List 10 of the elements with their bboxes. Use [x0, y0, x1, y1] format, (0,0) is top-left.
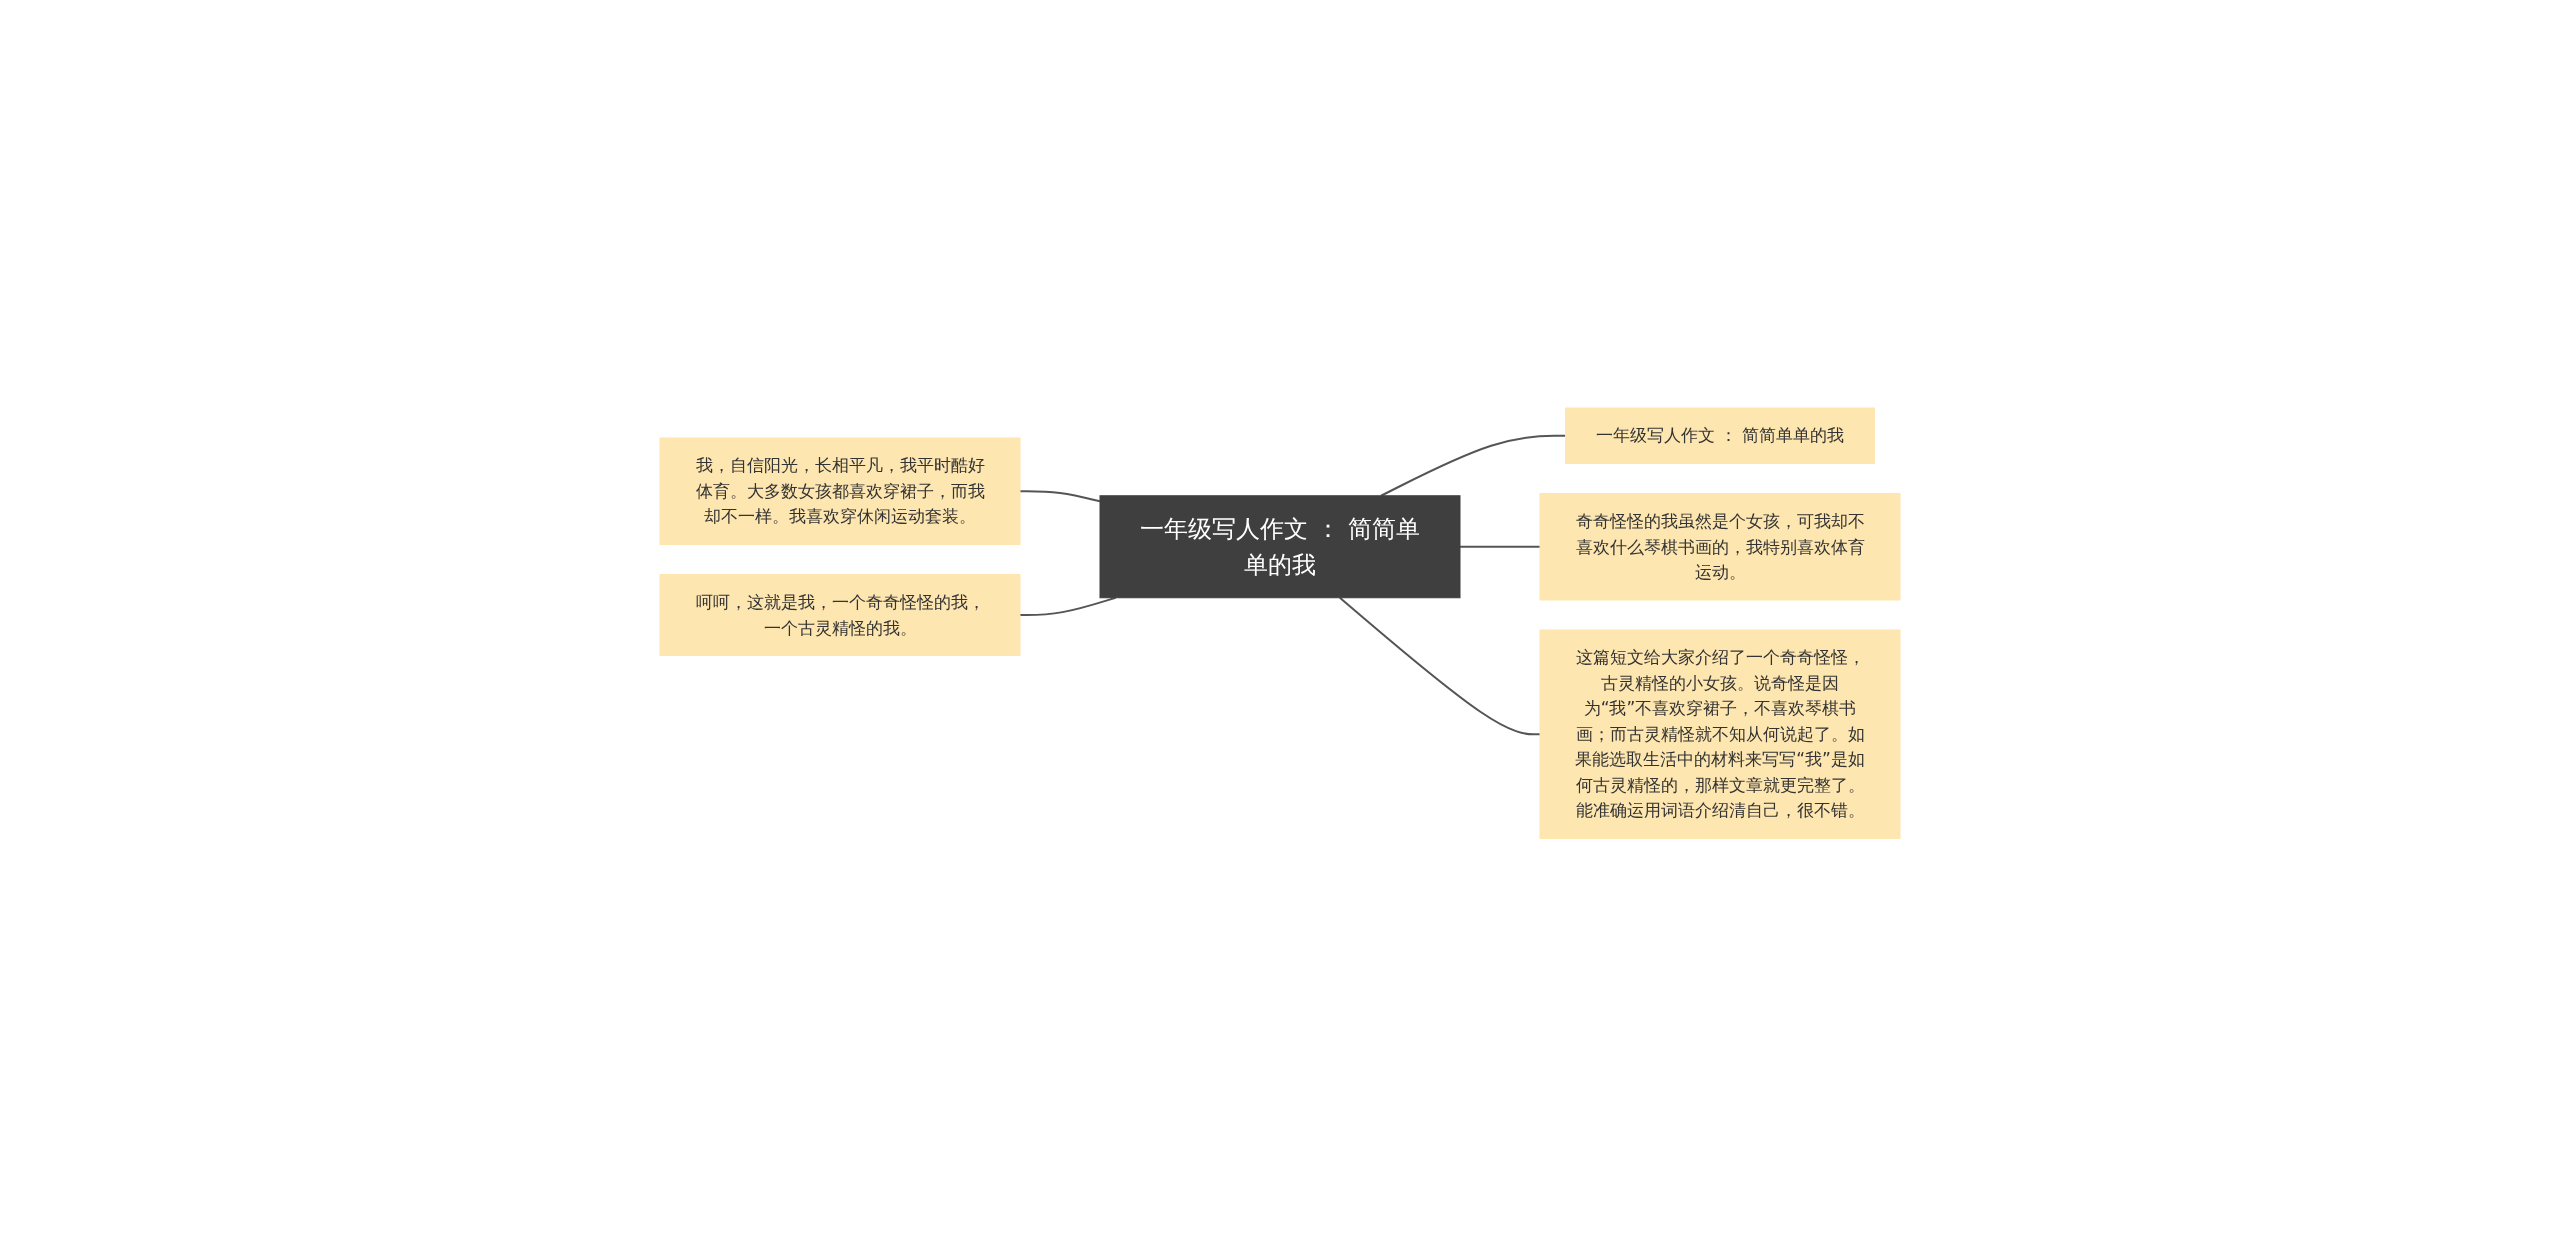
connector	[1338, 597, 1541, 736]
node-box: 这篇短文给大家介绍了一个奇奇怪怪，古灵精怪的小女孩。说奇怪是因为“我”不喜欢穿裙子，不喜欢琴棋书画；而古灵精怪就不知从何说起了。如果能选取生活中的材料来写写“我”是如何古灵精怪的，那样文章就更完整了。能准确运用词语介绍清自己，很不错。	[1539, 629, 1901, 840]
node-box: 我，自信阳光，长相平凡，我平时酷好体育。大多数女孩都喜欢穿裙子，而我却不一样。我喜欢穿休闲运动套装。	[659, 437, 1021, 546]
node-box: 呵呵，这就是我，一个奇奇怪怪的我，一个古灵精怪的我。	[659, 574, 1021, 657]
connector	[1019, 490, 1101, 503]
node-box: 一年级写人作文 ： 简简单单的我	[1565, 407, 1875, 465]
connector	[1459, 546, 1541, 548]
connector	[1380, 435, 1567, 497]
node-box: 一年级写人作文 ： 简简单单的我	[1099, 495, 1461, 599]
node-box: 奇奇怪怪的我虽然是个女孩，可我却不喜欢什么琴棋书画的，我特别喜欢体育运动。	[1539, 493, 1901, 601]
